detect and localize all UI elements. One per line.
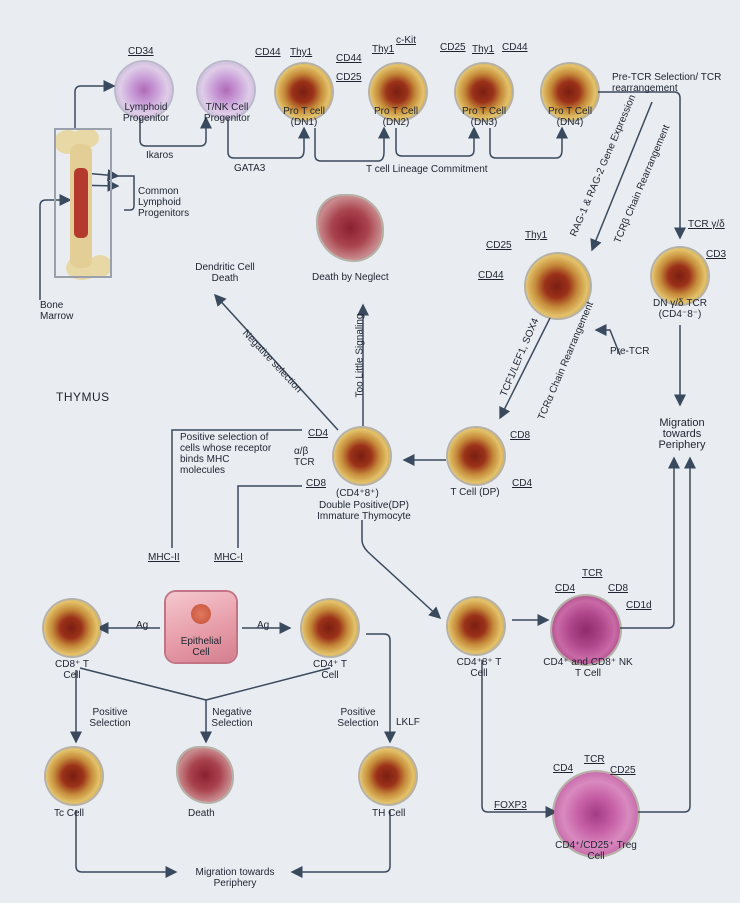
lymphoid-progenitor-label: Lymphoid Progenitor — [122, 102, 170, 124]
cd4-t-cell — [302, 600, 358, 656]
dn2-cell — [370, 64, 426, 120]
bone-icon — [54, 128, 112, 280]
pretcr-cell — [526, 254, 590, 318]
positive-selection-note: Positive selection of cells whose recept… — [180, 432, 272, 476]
dn1-thy1-marker: Thy1 — [290, 47, 313, 58]
dp-thymocyte-formula: (CD4⁺8⁺) — [336, 488, 379, 499]
negative-selection-label: Negative Selection — [211, 707, 253, 729]
death-by-neglect-cell — [318, 196, 382, 260]
th-cell-label: TH Cell — [372, 808, 406, 819]
dp-thymocyte-cell — [334, 428, 390, 484]
dn3-cd44-marker: CD44 — [502, 42, 528, 53]
dn2-label: Pro T Cell (DN2) — [373, 106, 419, 128]
pretcr-thy1-marker: Thy1 — [525, 230, 548, 241]
dp-cd4-marker: CD4 — [512, 478, 533, 489]
pretcr-cd44-marker: CD44 — [478, 270, 504, 281]
nkt-tcr-marker: TCR — [582, 568, 603, 579]
gata3-label: GATA3 — [234, 163, 266, 174]
treg-cell — [554, 772, 638, 856]
mhc2-marker: MHC-II — [148, 552, 180, 563]
dn3-cd25-marker: CD25 — [440, 42, 466, 53]
dn3-thy1-marker: Thy1 — [472, 44, 495, 55]
dn1-cell — [276, 64, 332, 120]
nkt-cd8-marker: CD8 — [608, 583, 629, 594]
dn2-cd44-marker: CD44 — [336, 53, 362, 64]
dn3-cell — [456, 64, 512, 120]
cd34-marker: CD34 — [128, 46, 154, 57]
ag-left-label: Ag — [136, 620, 149, 631]
bone-marrow-label: Bone Marrow — [40, 300, 74, 322]
tnk-progenitor-cell — [198, 62, 254, 118]
dpt-cd8-marker: CD8 — [306, 478, 327, 489]
dn1-cd44-marker: CD44 — [255, 47, 281, 58]
positive-selection-left-label: Positive Selection — [89, 707, 131, 729]
cd8-t-cell-label: CD8⁺ T Cell — [55, 659, 89, 681]
death-by-neglect-label: Death by Neglect — [312, 272, 389, 283]
ag-right-label: Ag — [257, 620, 270, 631]
bone-frame — [54, 128, 112, 278]
tc-cell — [46, 748, 102, 804]
dpt-tcr-marker: α/β TCR — [294, 446, 315, 468]
cd8-t-cell — [44, 600, 100, 656]
tc-cell-label: Tc Cell — [54, 808, 85, 819]
epithelial-cell — [166, 592, 236, 662]
dn1-label: Pro T cell (DN1) — [283, 106, 325, 128]
cd4-t-cell-label: CD4⁺ T Cell — [313, 659, 347, 681]
dpt-cd4-marker: CD4 — [308, 428, 329, 439]
th-cell — [360, 748, 416, 804]
pretcr-cd25-marker: CD25 — [486, 240, 512, 251]
nk-t-cell — [552, 596, 620, 664]
nk-t-cell-label: CD4⁺ and CD8⁺ NK T Cell — [543, 657, 633, 679]
tnk-progenitor-label: T/NK Cell Progenitor — [203, 102, 251, 124]
dn4-label: Pro T Cell (DN4) — [547, 106, 593, 128]
treg-tcr-marker: TCR — [584, 754, 605, 765]
cd3-marker: CD3 — [706, 249, 727, 260]
lineage-commitment-label: T cell Lineage Commitment — [366, 164, 488, 175]
dp-thymocyte-label: Double Positive(DP) Immature Thymocyte — [317, 500, 411, 522]
gamma-delta-cell — [652, 248, 708, 304]
epithelial-nucleus — [191, 604, 211, 624]
death-cell — [178, 748, 232, 802]
lymphoid-progenitor-cell — [116, 62, 172, 118]
foxp3-label: FOXP3 — [494, 800, 527, 811]
dp-cell — [448, 428, 504, 484]
nkt-cd4-marker: CD4 — [555, 583, 576, 594]
common-lymphoid-progenitors-label: Common Lymphoid Progenitors — [138, 186, 190, 219]
ikaros-label: Ikaros — [146, 150, 174, 161]
dn2-thy1-marker: Thy1 — [372, 44, 395, 55]
positive-selection-right-label: Positive Selection — [337, 707, 379, 729]
pre-tcr-selection-label: Pre-TCR Selection/ TCR rearrangement — [612, 72, 722, 94]
lklf-label: LKLF — [396, 717, 420, 728]
pre-tcr-label: Pre-TCR — [610, 346, 650, 357]
mhc1-marker: MHC-I — [214, 552, 243, 563]
dn2-ckit-marker: c-Kit — [396, 35, 416, 46]
epithelial-label: Epithelial Cell — [180, 636, 222, 658]
dendritic-death-label: Dendritic Cell Death — [195, 262, 255, 284]
treg-cell-label: CD4⁺/CD25⁺ Treg Cell — [555, 840, 637, 862]
dp-cell-label: T Cell (DP) — [450, 487, 500, 498]
migration-bottom-label: Migration towards Periphery — [195, 867, 275, 889]
gamma-delta-label: DN γ/δ TCR (CD4⁻8⁻) — [653, 298, 707, 320]
thymus-title: THYMUS — [56, 390, 110, 404]
death-label: Death — [188, 808, 215, 819]
migration-right-label: Migration towards Periphery — [658, 417, 706, 451]
dn3-label: Pro T Cell (DN3) — [461, 106, 507, 128]
cd48-t-cell — [448, 598, 504, 654]
cd48-t-cell-label: CD4⁺8⁺ T Cell — [456, 657, 502, 679]
too-little-signaling-label: Too Little Signaling — [354, 313, 366, 398]
nkt-cd1d-marker: CD1d — [626, 600, 652, 611]
tcr-gd-marker: TCR γ/δ — [688, 219, 725, 230]
treg-cd4-marker: CD4 — [553, 763, 574, 774]
treg-cd25-marker: CD25 — [610, 765, 636, 776]
dp-cd8-marker: CD8 — [510, 430, 531, 441]
dn4-cell — [542, 64, 598, 120]
dn2-cd25-marker: CD25 — [336, 72, 362, 83]
